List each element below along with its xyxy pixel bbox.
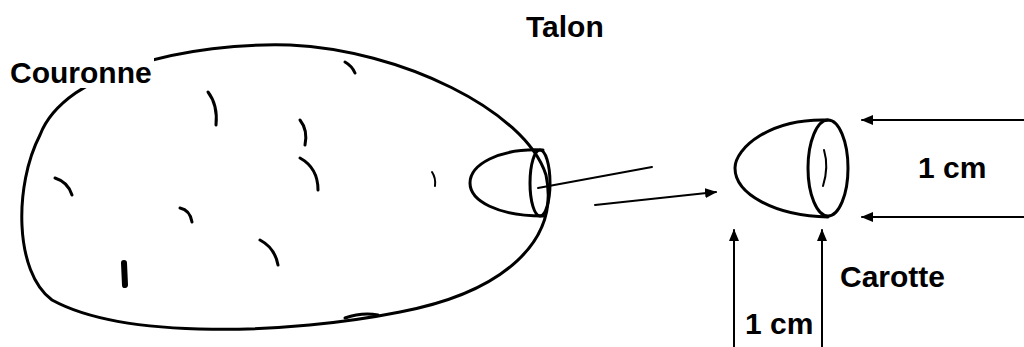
dimension-arrow xyxy=(821,230,823,347)
part-label: Talon xyxy=(524,12,606,42)
potato-eye xyxy=(300,158,318,190)
core-face xyxy=(530,150,550,216)
potato-eye xyxy=(345,62,355,73)
part-label: Couronne xyxy=(8,58,154,88)
dimension-label: 1 cm xyxy=(916,153,988,183)
potato-eye xyxy=(180,208,192,222)
dimension-arrow xyxy=(862,119,1024,121)
potato-eye xyxy=(208,92,216,125)
potato-eye xyxy=(55,178,72,195)
part-label: Carotte xyxy=(838,262,947,292)
potato-eye xyxy=(124,263,125,285)
carotte-face xyxy=(808,120,848,216)
dimension-arrow xyxy=(733,230,735,347)
pointer-line xyxy=(538,167,652,188)
extraction-arrow xyxy=(595,192,716,205)
dimension-arrow xyxy=(862,216,1024,218)
potato-eye xyxy=(345,314,378,318)
carotte-mark xyxy=(823,150,826,186)
dimension-label: 1 cm xyxy=(743,309,815,339)
potato-eye xyxy=(300,120,306,145)
potato-eye xyxy=(260,240,278,265)
potato-eye xyxy=(432,172,435,186)
